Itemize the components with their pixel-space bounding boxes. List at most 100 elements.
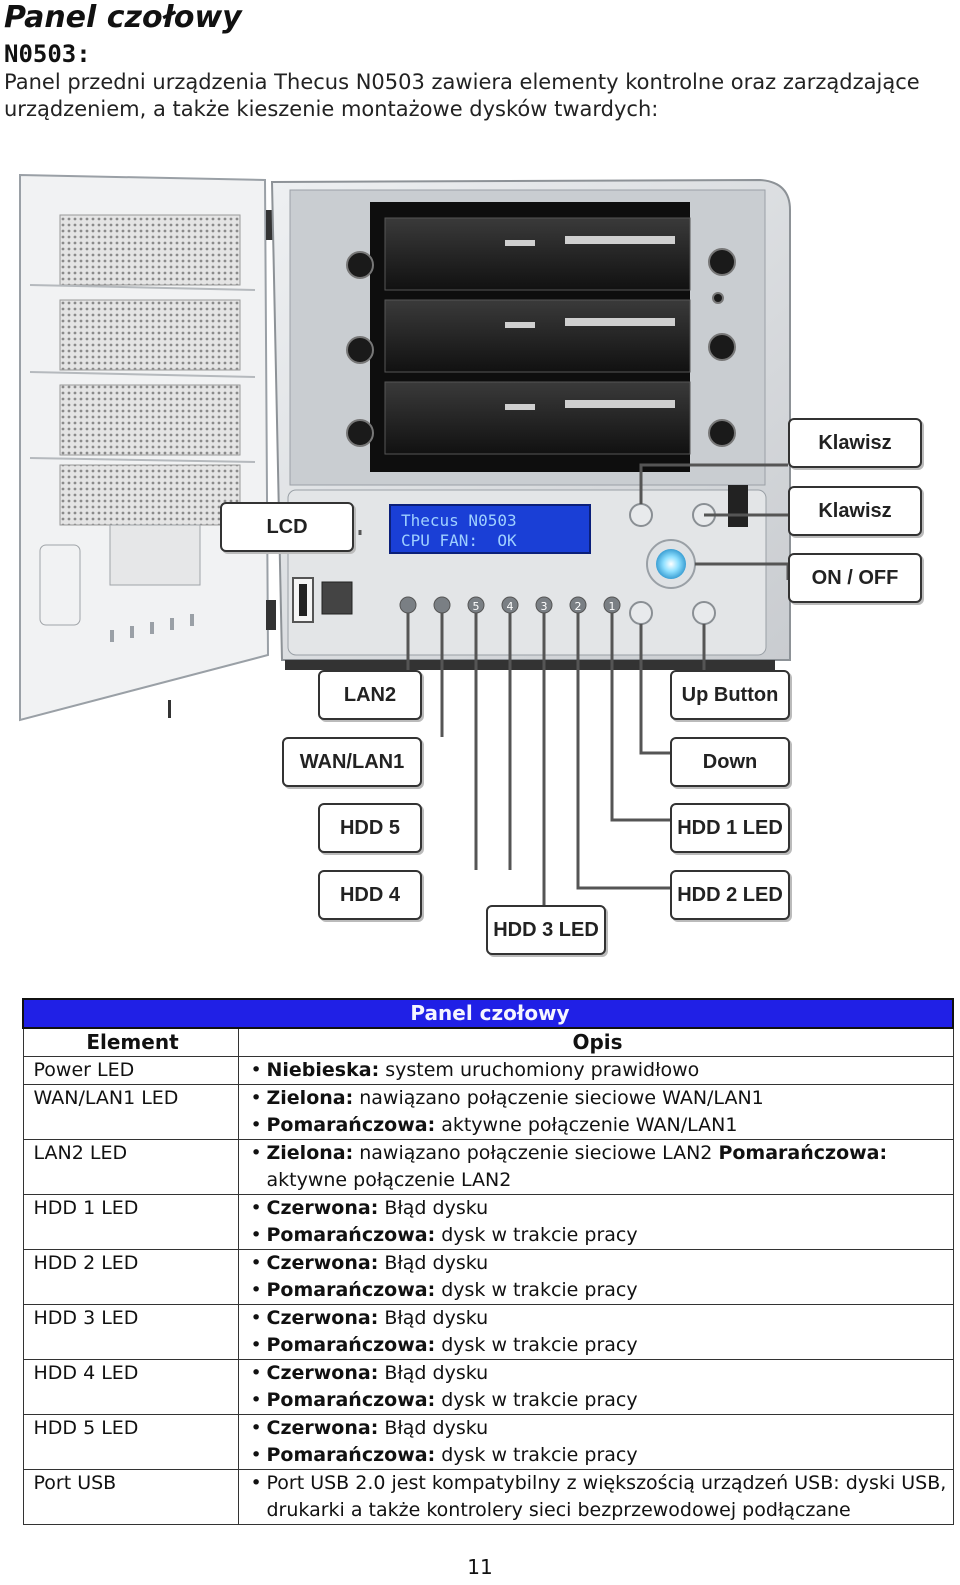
- description-cell: Czerwona: Błąd dyskuPomarańczowa: dysk w…: [237, 1414, 954, 1470]
- description-text: dysk w trakcie pracy: [435, 1389, 638, 1411]
- power-led-icon: [656, 549, 686, 579]
- table-row: Power LED Niebieska: system uruchomiony p…: [22, 1056, 954, 1085]
- callout-on-off: ON / OFF: [788, 553, 922, 603]
- table-row: HDD 4 LEDCzerwona: Błąd dyskuPomarańczow…: [22, 1359, 954, 1415]
- description-item: Zielona: nawiązano połączenie sieciowe L…: [249, 1140, 947, 1194]
- description-item: Zielona: nawiązano połączenie sieciowe W…: [249, 1085, 947, 1112]
- description-item: Pomarańczowa: dysk w trakcie pracy: [249, 1442, 947, 1469]
- column-header-element: Element: [22, 1027, 239, 1057]
- color-label: Czerwona:: [266, 1252, 379, 1274]
- device-photo: Thecus N0503 CPU FAN: OK: [19, 173, 791, 905]
- callout-hdd3-led: HDD 3 LED: [486, 905, 606, 955]
- color-label: Pomarańczowa:: [266, 1334, 436, 1356]
- usb-copy-button[interactable]: [321, 581, 353, 615]
- element-cell: HDD 5 LED: [22, 1414, 239, 1470]
- description-list: Niebieska: system uruchomiony prawidłowo: [249, 1057, 947, 1084]
- description-text: Błąd dysku: [378, 1197, 489, 1219]
- element-cell: HDD 1 LED: [22, 1194, 239, 1250]
- description-list: Czerwona: Błąd dyskuPomarańczowa: dysk w…: [249, 1305, 947, 1359]
- description-text: Błąd dysku: [378, 1307, 489, 1329]
- callout-hdd5: HDD 5: [318, 803, 422, 853]
- description-list: Czerwona: Błąd dyskuPomarańczowa: dysk w…: [249, 1360, 947, 1414]
- table-row: HDD 2 LEDCzerwona: Błąd dyskuPomarańczow…: [22, 1249, 954, 1305]
- callout-klawisz-mid: Klawisz: [788, 486, 922, 536]
- table-row: HDD 3 LEDCzerwona: Błąd dyskuPomarańczow…: [22, 1304, 954, 1360]
- chassis: Thecus N0503 CPU FAN: OK: [270, 178, 791, 670]
- color-label: Czerwona:: [266, 1417, 379, 1439]
- description-item: Pomarańczowa: dysk w trakcie pracy: [249, 1277, 947, 1304]
- element-cell: LAN2 LED: [22, 1139, 239, 1195]
- page-title: Panel czołowy: [4, 0, 242, 35]
- description-cell: Czerwona: Błąd dyskuPomarańczowa: dysk w…: [237, 1194, 954, 1250]
- description-text: nawiązano połączenie sieciowe WAN/LAN1: [353, 1087, 764, 1109]
- description-list: Czerwona: Błąd dyskuPomarańczowa: dysk w…: [249, 1250, 947, 1304]
- callout-up-button: Up Button: [670, 670, 790, 720]
- table-row: HDD 1 LEDCzerwona: Błąd dyskuPomarańczow…: [22, 1194, 954, 1250]
- down-button[interactable]: [692, 601, 716, 625]
- description-cell: Czerwona: Błąd dyskuPomarańczowa: dysk w…: [237, 1359, 954, 1415]
- description-list: Zielona: nawiązano połączenie sieciowe L…: [249, 1140, 947, 1194]
- color-label: Pomarańczowa:: [266, 1279, 436, 1301]
- description-item: Port USB 2.0 jest kompatybilny z większo…: [249, 1470, 947, 1524]
- description-item: Pomarańczowa: dysk w trakcie pracy: [249, 1387, 947, 1414]
- front-panel-table: Panel czołowy Element Opis Power LED Nieb…: [22, 998, 954, 1525]
- description-item: Pomarańczowa: aktywne połączenie WAN/LAN…: [249, 1112, 947, 1139]
- description-item: Czerwona: Błąd dysku: [249, 1360, 947, 1387]
- callout-lcd: LCD: [220, 502, 354, 552]
- color-label: Czerwona:: [266, 1362, 379, 1384]
- page-number: 11: [467, 1555, 493, 1579]
- callout-hdd1-led: HDD 1 LED: [670, 803, 790, 853]
- side-switch: [728, 485, 748, 527]
- description-cell: Port USB 2.0 jest kompatybilny z większo…: [237, 1469, 954, 1525]
- callout-wan-lan1: WAN/LAN1: [282, 737, 422, 787]
- description-text: nawiązano połączenie sieciowe LAN2: [353, 1142, 719, 1164]
- klawisz-button-left[interactable]: [629, 503, 653, 527]
- table-body: Power LED Niebieska: system uruchomiony p…: [22, 1056, 954, 1525]
- led-number-2: 2: [575, 600, 582, 613]
- model-heading: N0503:: [4, 40, 91, 68]
- description-text: dysk w trakcie pracy: [435, 1444, 638, 1466]
- color-label: Niebieska:: [266, 1059, 380, 1081]
- color-label: Zielona:: [266, 1142, 354, 1164]
- description-text: dysk w trakcie pracy: [435, 1279, 638, 1301]
- description-item: Czerwona: Błąd dysku: [249, 1415, 947, 1442]
- description-item: Pomarańczowa: dysk w trakcie pracy: [249, 1332, 947, 1359]
- table-row: Port USBPort USB 2.0 jest kompatybilny z…: [22, 1469, 954, 1525]
- table-row: WAN/LAN1 LEDZielona: nawiązano połączeni…: [22, 1084, 954, 1140]
- screws: [346, 248, 736, 447]
- color-label: Czerwona:: [266, 1197, 379, 1219]
- up-button[interactable]: [629, 601, 653, 625]
- element-cell: Port USB: [22, 1469, 239, 1525]
- description-list: Czerwona: Błąd dyskuPomarańczowa: dysk w…: [249, 1195, 947, 1249]
- element-cell: HDD 2 LED: [22, 1249, 239, 1305]
- led-number-1: 1: [609, 600, 616, 613]
- description-text: aktywne połączenie LAN2: [266, 1169, 512, 1191]
- description-item: Czerwona: Błąd dysku: [249, 1195, 947, 1222]
- callout-lan2: LAN2: [318, 670, 422, 720]
- description-item: Niebieska: system uruchomiony prawidłowo: [249, 1057, 947, 1084]
- color-label: Pomarańczowa:: [266, 1444, 436, 1466]
- description-text: system uruchomiony prawidłowo: [379, 1059, 700, 1081]
- table-row: HDD 5 LEDCzerwona: Błąd dyskuPomarańczow…: [22, 1414, 954, 1470]
- description-text: Błąd dysku: [378, 1252, 489, 1274]
- description-list: Port USB 2.0 jest kompatybilny z większo…: [249, 1470, 947, 1524]
- front-door: [19, 173, 276, 722]
- description-list: Zielona: nawiązano połączenie sieciowe W…: [249, 1085, 947, 1139]
- color-label: Pomarańczowa:: [266, 1389, 436, 1411]
- description-text: dysk w trakcie pracy: [435, 1224, 638, 1246]
- element-cell: HDD 4 LED: [22, 1359, 239, 1415]
- led-number-5: 5: [473, 600, 480, 613]
- callout-hdd4: HDD 4: [318, 870, 422, 920]
- description-cell: Czerwona: Błąd dyskuPomarańczowa: dysk w…: [237, 1304, 954, 1360]
- lcd-line-2: CPU FAN: OK: [401, 531, 517, 550]
- color-label: Zielona:: [266, 1087, 354, 1109]
- description-item: Czerwona: Błąd dysku: [249, 1250, 947, 1277]
- column-header-opis: Opis: [237, 1027, 954, 1057]
- description-text: dysk w trakcie pracy: [435, 1334, 638, 1356]
- element-cell: HDD 3 LED: [22, 1304, 239, 1360]
- led-number-3: 3: [541, 600, 548, 613]
- intro-paragraph: Panel przedni urządzenia Thecus N0503 za…: [4, 70, 920, 121]
- callout-klawisz-top: Klawisz: [788, 418, 922, 468]
- table-banner: Panel czołowy: [22, 998, 954, 1029]
- element-cell: Power LED: [22, 1056, 239, 1085]
